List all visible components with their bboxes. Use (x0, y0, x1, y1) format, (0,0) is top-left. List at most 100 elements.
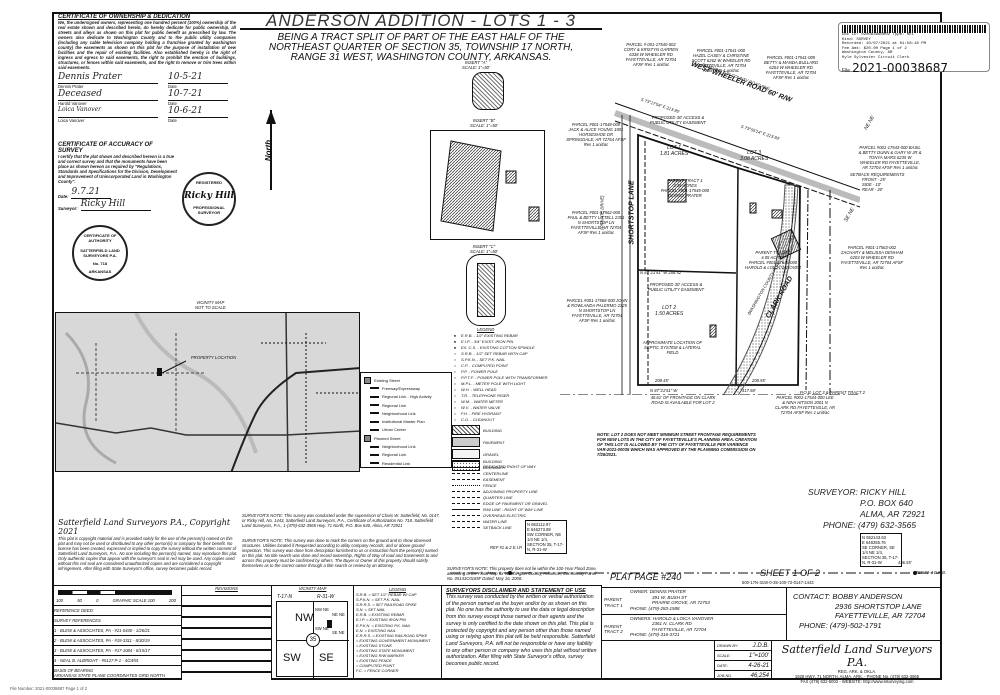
legend-symbol-icon: ○ (453, 368, 457, 374)
distance: 436.55' (898, 560, 912, 565)
phone-label: PHONE: (630, 605, 648, 611)
sign-date: 10-6-21 (168, 106, 228, 118)
scale-tick: GRAPHIC SCALE 100 (112, 598, 155, 603)
tract-acres: 4.05 ACRES (761, 255, 785, 260)
surveyor-signature: Ricky Hill (80, 199, 151, 211)
surveyor-label: SURVEYOR: (808, 487, 858, 497)
setback: FRONT - 25' (862, 177, 886, 182)
line-swatch (370, 428, 379, 431)
survey-reference: 4 - NEAL B. ALBRIGHT - #5127 P-1 - 4/24/… (52, 656, 181, 666)
title-block-label: JOB NO. (717, 674, 733, 678)
seal-text: REGISTERED (195, 180, 222, 185)
legend-label: CENTERLINE (483, 470, 509, 476)
legend-label: BUILDING (483, 458, 502, 464)
mini-legend-item: S.R.R.S. = SET RAILROAD SPIKE (356, 602, 417, 608)
inset-a-label: INSERT "A"SCALE: 1"=50' (462, 60, 490, 70)
copyright-heading: Satterfield Land Surveyors P.A., Copyrig… (58, 518, 231, 536)
phone-label: PHONE: (823, 520, 856, 530)
legend-item: GRAVEL (452, 448, 592, 460)
file-label: File (842, 67, 851, 74)
legend-label: E.R.B. - 1/2" EXISTING REBAR (461, 332, 518, 338)
title-block-label: DATE: (717, 663, 728, 668)
stamp-lines: Doc ID: 020083960002 Type: REL Kind: SUR… (842, 33, 986, 61)
legend-label: Freeway/Expressway (382, 385, 421, 391)
owner-phone: (479)-283-1588 (648, 605, 680, 611)
legend-line (452, 478, 480, 480)
frontage-note: 40.61' OF FRONTAGE ON CLARK ROAD IS AVAI… (650, 395, 716, 405)
legend-line (452, 472, 480, 474)
reference-deed: REFERENCE DEED: (52, 606, 181, 616)
page-title: ANDERSON ADDITION - LOTS 1 - 3 (240, 12, 602, 30)
legend-item: ○F.H. - FIRE HYDRANT (452, 410, 592, 416)
legend-line (452, 514, 480, 516)
legend-item: OVERHEAD ELECTRIC (452, 512, 592, 518)
legend-label: T.R. - TELEPHONE RISER (461, 392, 510, 398)
registered-surveyor-seal: REGISTERED Ricky Hill PROFESSIONAL SURVE… (182, 172, 236, 226)
tract-owner: DENNIS PRATER (668, 193, 702, 198)
phone-label: PHONE: (630, 632, 648, 637)
northing: N 652112.97 (527, 522, 551, 527)
mini-legend-item: S.P.K.N. = SET P.K. NAIL (356, 597, 401, 603)
inset-title: INSERT "A" (464, 60, 487, 65)
legend-label: EASEMENT (483, 476, 506, 482)
ref-label: REF #1 & 2 E.I.P. (490, 545, 523, 550)
title-block-label: SCALE: (717, 653, 731, 658)
legend-label: ADJOINING PROPERTY LINE (483, 488, 538, 494)
setback: REAR - 20' (862, 187, 883, 192)
section-line (450, 571, 940, 575)
inset-b-drawing (440, 140, 540, 232)
vicinity-title-text: VICINITY MAP (196, 300, 225, 305)
mini-legend-item: = EXISTING STONE (356, 642, 392, 648)
disclaimer-heading: SURVEYORS DISCLAIMER AND STATEMENT OF US… (446, 588, 586, 594)
distance: 208.45' (655, 378, 669, 383)
legend-label: S.P.K.N. - SET P.K. NAIL (461, 356, 506, 362)
scale-tick: 200 (168, 598, 176, 603)
survey-references: SURVEY REFERENCES (52, 616, 181, 626)
seal-text: CERTIFICATE OF AUTHORITY (83, 233, 117, 243)
easement-label: PROPOSED 30' ACCESS & PUBLIC UTILITY EAS… (648, 282, 705, 292)
signer-name: Dennis Prater (58, 84, 84, 89)
tract-parcel: PARCEL #001-17546-000 (748, 260, 798, 265)
mini-legend-item: E.R.B. = EXISTING REBAR (356, 612, 405, 618)
company-address: 1928 HWY. 71 NORTH, ALMA, ARK. - PHONE N… (794, 674, 920, 679)
legend-label: QUARTER LINE (483, 494, 513, 500)
quarter-se: SE (319, 652, 334, 664)
blank-cell (602, 640, 715, 680)
copyright-block: Satterfield Land Surveyors P.A., Copyrig… (58, 518, 238, 571)
legend-label: Regional Link - High Activity (382, 394, 432, 400)
date-label: Date (168, 118, 177, 123)
plat-drawing (560, 102, 860, 395)
stamp-line: Recorded: 10/07/2021 at 01:58:18 PM (842, 42, 927, 47)
mini-legend-item: E.N. = EXISTING NAIL (356, 627, 396, 633)
legend-label: W.M. - WATER METER (461, 398, 503, 404)
subtitle-line: NORTHEAST QUARTER OF SECTION 35, TOWNSHI… (268, 42, 574, 53)
contact-name: BOBBY ANDERSON (832, 592, 903, 601)
neighbor-parcel: PARCEL # 001-17540-002 CORY & KRISTYN GA… (623, 42, 679, 67)
title-block-row: DATE:4-26-21 (715, 661, 771, 671)
legend-label: DEDICATED RIGHT OF WAY (483, 463, 536, 469)
plat-border (52, 12, 942, 680)
sheet-code: 500-17N-31W-0-35-100-72-0147-1443 (742, 580, 814, 585)
seal-text: ARKANSAS (88, 269, 112, 274)
contact-city: FAYETTEVILLE, AR 72704 (835, 611, 926, 620)
contact-block: CONTACT: BOBBY ANDERSON 2936 SHORTSTOP L… (787, 587, 942, 640)
surveyor-note: SURVEYOR'S NOTE: This survey was done to… (242, 538, 438, 568)
legend-item: BUILDING (452, 458, 592, 464)
survey-reference: 2 - BLEW & ASSOCIATES, PA - #19-3311 - 8… (52, 636, 181, 646)
legend-symbol-icon: ○ (453, 362, 457, 368)
property-location-label: PROPERTY LOCATION (191, 355, 237, 360)
line-swatch (370, 387, 379, 390)
legend-label: FENCE (483, 482, 497, 488)
subtitle-line: RANGE 31 WEST, WASHINGTON COUNTY, ARKANS… (290, 52, 552, 63)
mini-legend-item: S.N. = SET NAIL (356, 607, 386, 613)
line-swatch (370, 412, 379, 415)
legend-symbol-icon: ○ (453, 392, 457, 398)
inset-scale: SCALE: 1"=50' (470, 123, 498, 128)
vicinity-legend-item: Neighborhood Link (364, 442, 448, 450)
file-number: 2021-00038687 (852, 60, 949, 75)
